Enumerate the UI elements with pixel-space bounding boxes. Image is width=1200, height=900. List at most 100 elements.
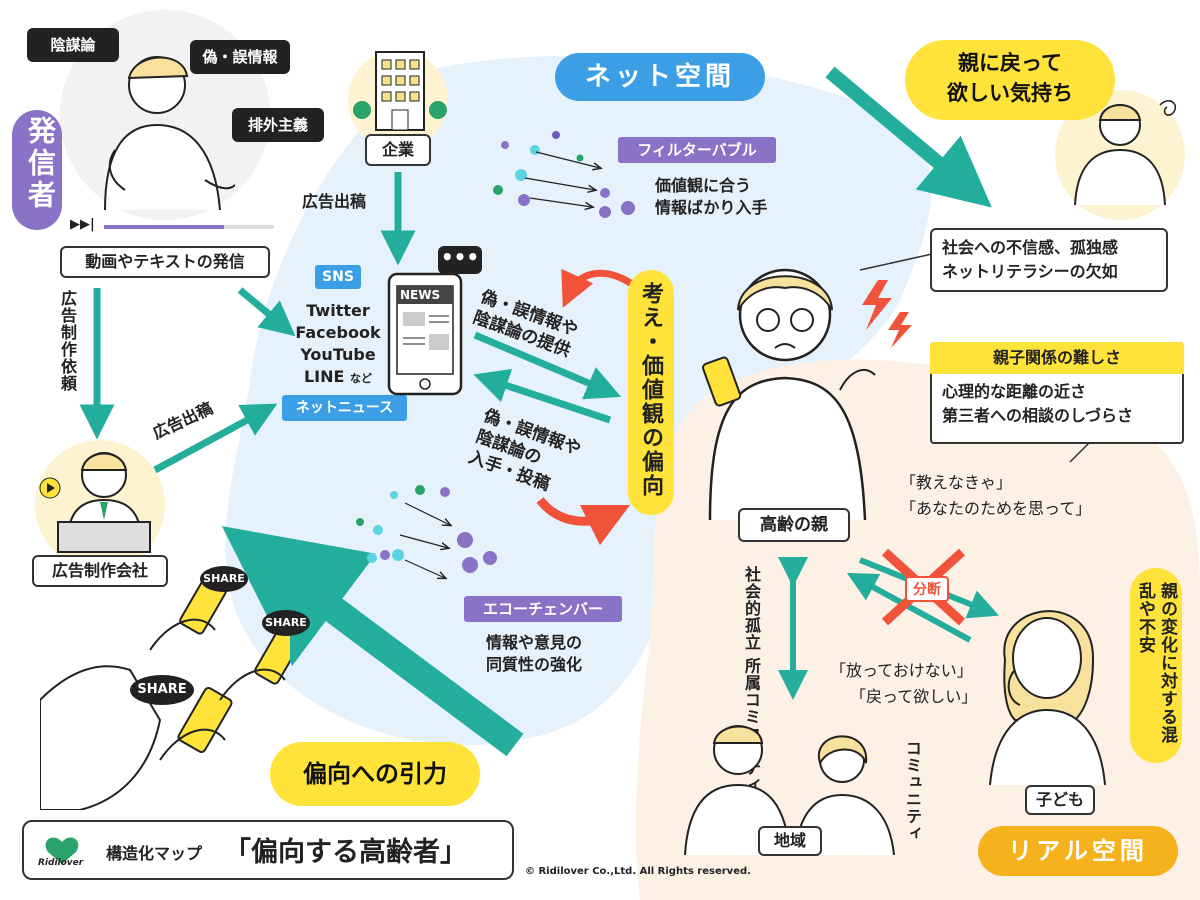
share-badge: SHARE: [262, 610, 310, 636]
sender-label: 発信者: [24, 116, 57, 212]
elderly-parent-illustration: [702, 268, 876, 520]
share-badge: SHARE: [200, 566, 248, 592]
child-quote: 「戻って欲しい」: [850, 687, 978, 706]
bias-pill-text: 考え・価値観の偏向: [638, 282, 663, 498]
sns-platform-youtube: YouTube: [300, 345, 376, 364]
chat-bubble-icon: •••: [438, 246, 482, 274]
sender-caption: 動画やテキストの発信: [85, 252, 245, 271]
net-space-label: ネット空間: [555, 53, 765, 101]
company-building-icon: [353, 51, 447, 131]
ad-agency-box: 広告制作会社: [32, 555, 168, 587]
elderly-parent-box: 高齢の親: [738, 508, 850, 542]
news-phone-illustration: [387, 272, 463, 396]
gravity-pill: 偏向への引力: [270, 742, 480, 806]
company-ad-placement: 広告出稿: [302, 192, 367, 211]
ad-agency-label: 広告制作会社: [51, 561, 148, 580]
speech-bubble-xenophobia: 排外主義: [232, 108, 324, 142]
sns-platform-twitter: Twitter: [306, 301, 370, 320]
echo-desc-line: 情報や意見の: [486, 633, 583, 652]
sns-platform-line: LINE: [303, 367, 345, 386]
net-news-tag: ネットニュース: [282, 395, 407, 421]
echo-chamber-desc: 情報や意見の 同質性の強化: [486, 632, 582, 676]
parent-child-line: 心理的な距離の近さ: [942, 382, 1087, 401]
child-quote: 「放っておけない」: [830, 661, 973, 680]
sns-platform-list: Twitter Facebook YouTube LINE など: [288, 300, 388, 390]
parent-child-title: 親子関係の難しさ: [930, 342, 1184, 374]
lightning-icon: [862, 280, 892, 330]
child-feeling-pill: 親の変化に対する混乱や不安: [1130, 568, 1182, 763]
speech-text: 陰謀論: [50, 36, 96, 54]
child-wish-line: 欲しい気持ち: [947, 81, 1073, 105]
child-label: 子ども: [1035, 790, 1084, 809]
bias-pill: 考え・価値観の偏向: [628, 270, 674, 515]
sns-tag: SNS: [315, 265, 361, 289]
video-progress-bar[interactable]: ▶▶|: [70, 217, 280, 239]
footer-title-box: Ridilover 構造化マップ 「偏向する高齢者」: [22, 820, 514, 880]
echo-desc-line: 同質性の強化: [486, 655, 583, 674]
community-box: 地域: [758, 826, 822, 856]
net-space-blob: [225, 55, 932, 746]
sns-nado: など: [350, 372, 373, 385]
arrow-division-b: [846, 572, 972, 643]
echo-chamber-dots: [356, 485, 497, 578]
child-illustration: [989, 610, 1106, 785]
filter-bubble-desc: 価値観に合う 情報ばかり入手: [655, 175, 767, 219]
child-feeling-text: 親の変化に対する混乱や不安: [1135, 582, 1177, 744]
speech-bubble-misinfo: 偽・誤情報: [190, 40, 290, 74]
map-label: 構造化マップ: [106, 844, 203, 863]
community-vertical-text: コミュニティ: [903, 740, 922, 842]
elderly-callout-line: ネットリテラシーの欠如: [942, 262, 1118, 281]
filter-bubble-desc-line: 情報ばかり入手: [655, 198, 768, 217]
parent-child-line: 第三者への相談のしづらさ: [942, 406, 1134, 425]
ridilover-logo-text: Ridilover: [38, 858, 84, 868]
play-icon[interactable]: ▶▶|: [70, 217, 95, 232]
parent-child-quotes: 「放っておけない」 「戻って欲しい」: [830, 658, 977, 710]
lightning-icon-2: [888, 312, 912, 348]
real-space-label: リアル空間: [978, 826, 1178, 876]
arrow-sender-to-sns: [237, 287, 296, 337]
speech-text: 偽・誤情報: [202, 48, 278, 66]
child-wish-line: 親に戻って: [958, 51, 1062, 75]
elderly-quote: 「教えなきゃ」: [900, 473, 1013, 492]
company-box: 企業: [365, 134, 431, 166]
share-badge: SHARE: [130, 675, 194, 705]
sender-illustration: [104, 56, 235, 210]
speech-text: 排外主義: [247, 116, 308, 134]
callout-pointer-parent: [1069, 441, 1091, 463]
echo-chamber-tag: エコーチェンバー: [464, 596, 622, 622]
speech-bubble-conspiracy: 陰謀論: [27, 28, 119, 62]
elderly-quote: 「あなたのためを思って」: [900, 499, 1092, 518]
elderly-quotes: 「教えなきゃ」 「あなたのためを思って」: [900, 470, 1091, 522]
arrow-obtain: [473, 368, 612, 424]
ad-agency-illustration: [39, 452, 151, 553]
arrow-gravity: [221, 526, 524, 757]
division-label: 分断: [905, 576, 949, 602]
sharing-hands-illustration: [40, 577, 290, 810]
ridilover-logo: [45, 837, 79, 864]
community-label: 地域: [773, 831, 806, 850]
sender-caption-box: 動画やテキストの発信: [60, 246, 270, 278]
arrow-agency-to-news: [153, 403, 278, 474]
phone-news-header: NEWS: [400, 288, 441, 302]
copyright-text: © Ridilover Co.,Ltd. All Rights reserved…: [525, 866, 751, 877]
arrow-net-to-child: [825, 66, 992, 208]
arrow-provide: [473, 331, 622, 400]
company-label: 企業: [381, 140, 414, 159]
red-arrow-down: [536, 497, 631, 546]
isolation-line: 社会的孤立: [742, 566, 761, 651]
sns-platform-facebook: Facebook: [295, 323, 381, 342]
callout-pointer-elderly: [859, 253, 933, 271]
elderly-callout-line: 社会への不信感、孤独感: [942, 238, 1119, 257]
sender-label-pill: 発信者: [12, 110, 62, 230]
child-box: 子ども: [1025, 785, 1095, 815]
ad-request-label: 広告制作依頼: [58, 290, 77, 392]
child-wish-pill: 親に戻って 欲しい気持ち: [905, 40, 1115, 120]
elderly-callout-box: 社会への不信感、孤独感 ネットリテラシーの欠如: [930, 228, 1168, 292]
parent-child-box: 親子関係の難しさ 心理的な距離の近さ 第三者への相談のしづらさ: [930, 342, 1184, 444]
filter-bubble-dots: [493, 131, 635, 218]
filter-bubble-tag: フィルターバブル: [618, 137, 776, 163]
child-wish-illustration: [1074, 100, 1177, 205]
elderly-parent-label: 高齢の親: [760, 515, 828, 535]
